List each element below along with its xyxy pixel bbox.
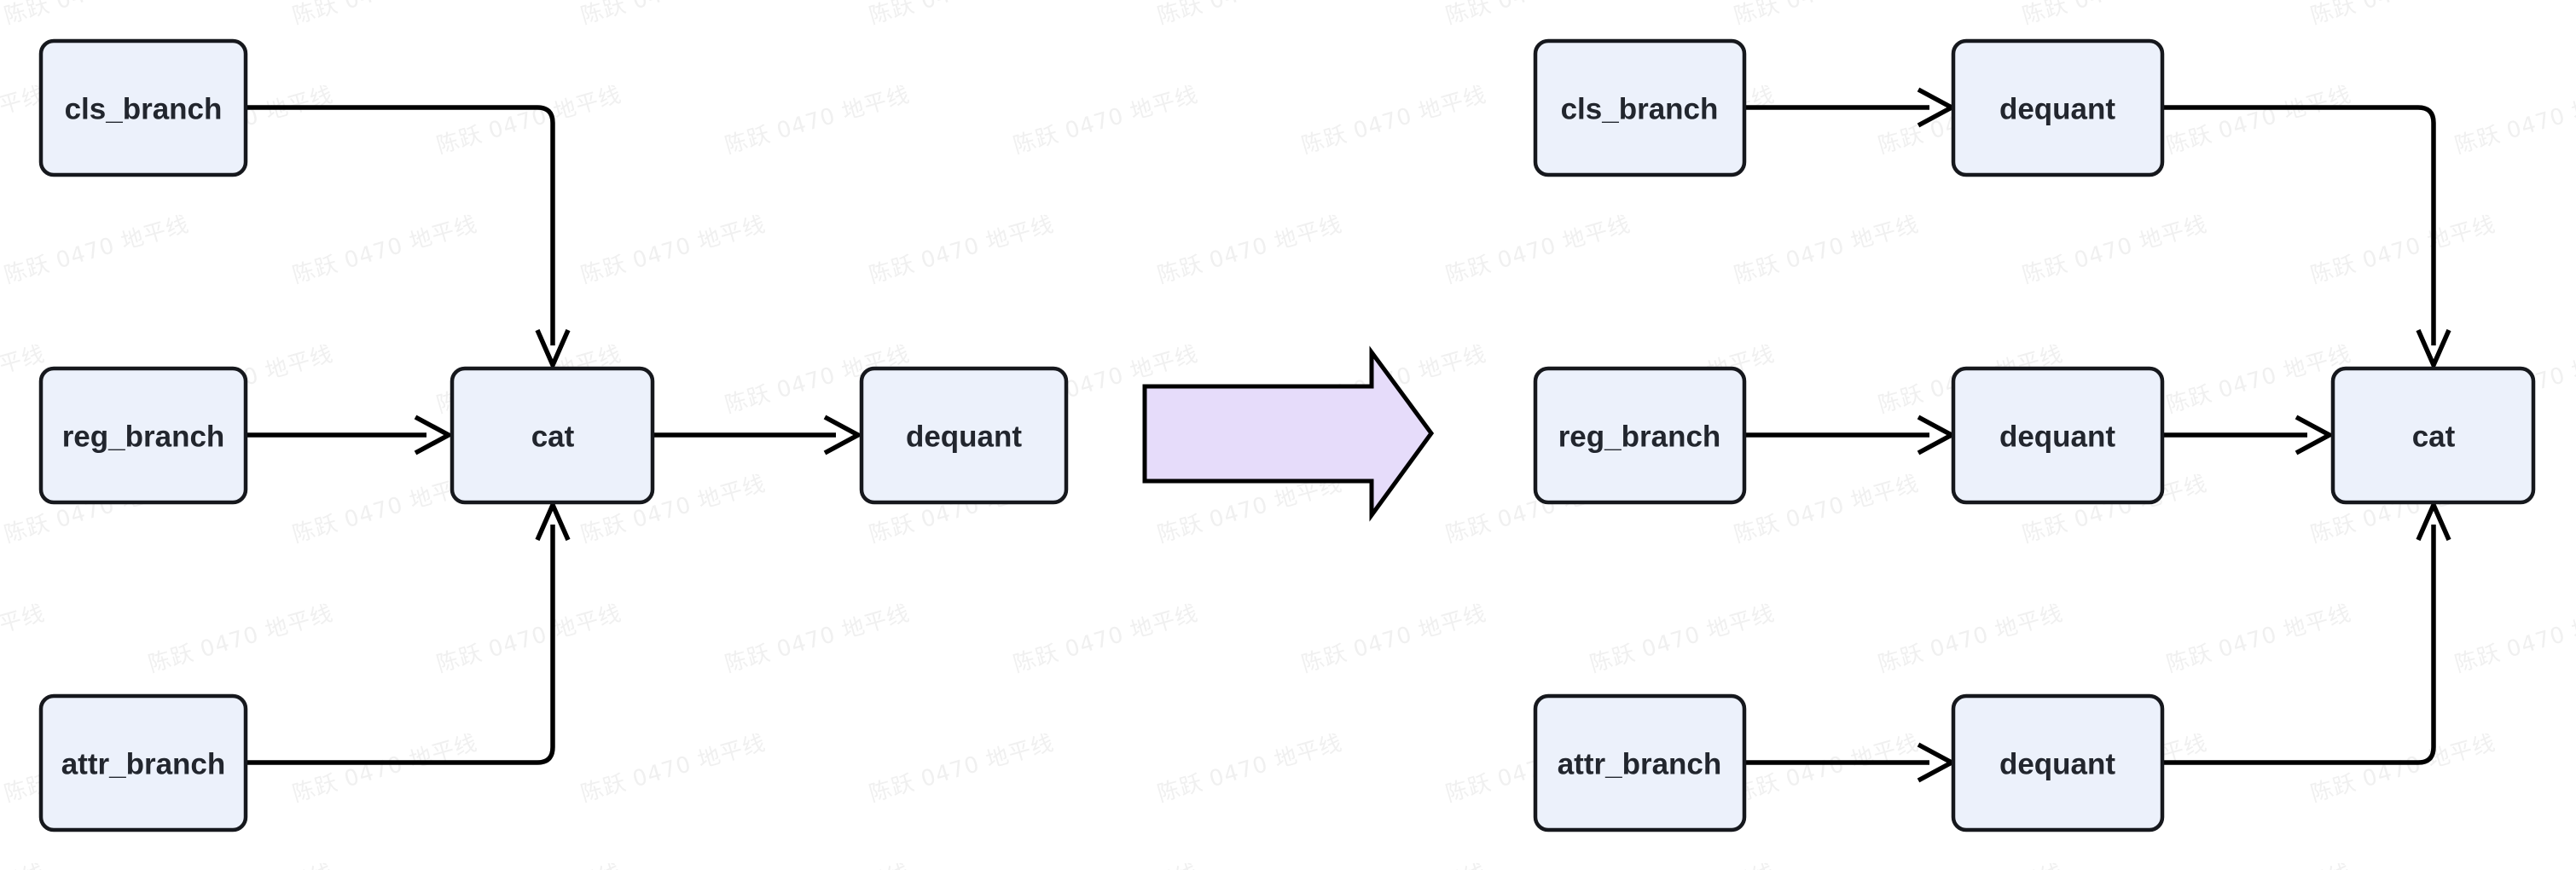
node-label: cls_branch bbox=[65, 93, 223, 126]
node-cat-right[interactable]: cat bbox=[2330, 366, 2536, 505]
left-edges bbox=[246, 105, 863, 765]
node-rect[interactable] bbox=[1951, 693, 2165, 832]
node-dequant-right-bottom[interactable]: dequant bbox=[1951, 693, 2165, 832]
left-graph: cls_branch reg_branch attr_branch cat de… bbox=[38, 38, 1069, 832]
node-dequant-left[interactable]: dequant bbox=[859, 366, 1069, 505]
node-attr-branch-right[interactable]: attr_branch bbox=[1533, 693, 1747, 832]
right-graph: cls_branch reg_branch attr_branch dequan… bbox=[1533, 38, 2536, 832]
node-label: cls_branch bbox=[1561, 93, 1719, 126]
node-dequant-right-middle[interactable]: dequant bbox=[1951, 366, 2165, 505]
node-rect[interactable] bbox=[859, 366, 1069, 505]
arrowhead-cls-to-cat bbox=[535, 328, 571, 371]
edge-deq3-to-cat bbox=[2162, 525, 2436, 765]
node-rect[interactable] bbox=[38, 366, 248, 505]
transform-arrow bbox=[1142, 345, 1435, 522]
node-rect[interactable] bbox=[1533, 366, 1747, 505]
node-label: dequant bbox=[1999, 748, 2115, 781]
node-label: attr_branch bbox=[61, 748, 226, 781]
arrowhead-deq1-to-cat bbox=[2416, 328, 2451, 371]
node-rect[interactable] bbox=[450, 366, 655, 505]
node-reg-branch-right[interactable]: reg_branch bbox=[1533, 366, 1747, 505]
node-label: reg_branch bbox=[62, 420, 225, 454]
edge-deq1-to-cat bbox=[2162, 105, 2436, 345]
arrowhead-deq2-to-cat bbox=[2295, 415, 2335, 455]
node-label: attr_branch bbox=[1558, 748, 1722, 781]
node-label: dequant bbox=[1999, 93, 2115, 126]
transform-arrow-shape bbox=[1142, 345, 1435, 522]
node-cat-left[interactable]: cat bbox=[450, 366, 655, 505]
node-attr-branch-left[interactable]: attr_branch bbox=[38, 693, 248, 832]
arrowhead-deq3-to-cat bbox=[2416, 499, 2451, 542]
arrowhead-reg-to-cat bbox=[414, 415, 454, 455]
node-rect[interactable] bbox=[1951, 366, 2165, 505]
node-label: reg_branch bbox=[1558, 420, 1721, 454]
node-cls-branch-left[interactable]: cls_branch bbox=[38, 38, 248, 177]
node-label: cat bbox=[531, 420, 575, 454]
node-label: dequant bbox=[1999, 420, 2115, 454]
node-rect[interactable] bbox=[1951, 38, 2165, 177]
node-label: cat bbox=[2412, 420, 2456, 454]
node-rect[interactable] bbox=[2330, 366, 2536, 505]
node-rect[interactable] bbox=[1533, 38, 1747, 177]
arrowhead-cat-to-dequant bbox=[823, 415, 863, 455]
node-dequant-right-top[interactable]: dequant bbox=[1951, 38, 2165, 177]
node-rect[interactable] bbox=[38, 38, 248, 177]
node-rect[interactable] bbox=[1533, 693, 1747, 832]
arrowhead-attr-to-cat bbox=[535, 499, 571, 542]
edge-cls-to-cat bbox=[246, 105, 555, 345]
node-reg-branch-left[interactable]: reg_branch bbox=[38, 366, 248, 505]
node-cls-branch-right[interactable]: cls_branch bbox=[1533, 38, 1747, 177]
edge-attr-to-cat bbox=[246, 525, 555, 765]
node-label: dequant bbox=[906, 420, 1022, 454]
node-rect[interactable] bbox=[38, 693, 248, 832]
